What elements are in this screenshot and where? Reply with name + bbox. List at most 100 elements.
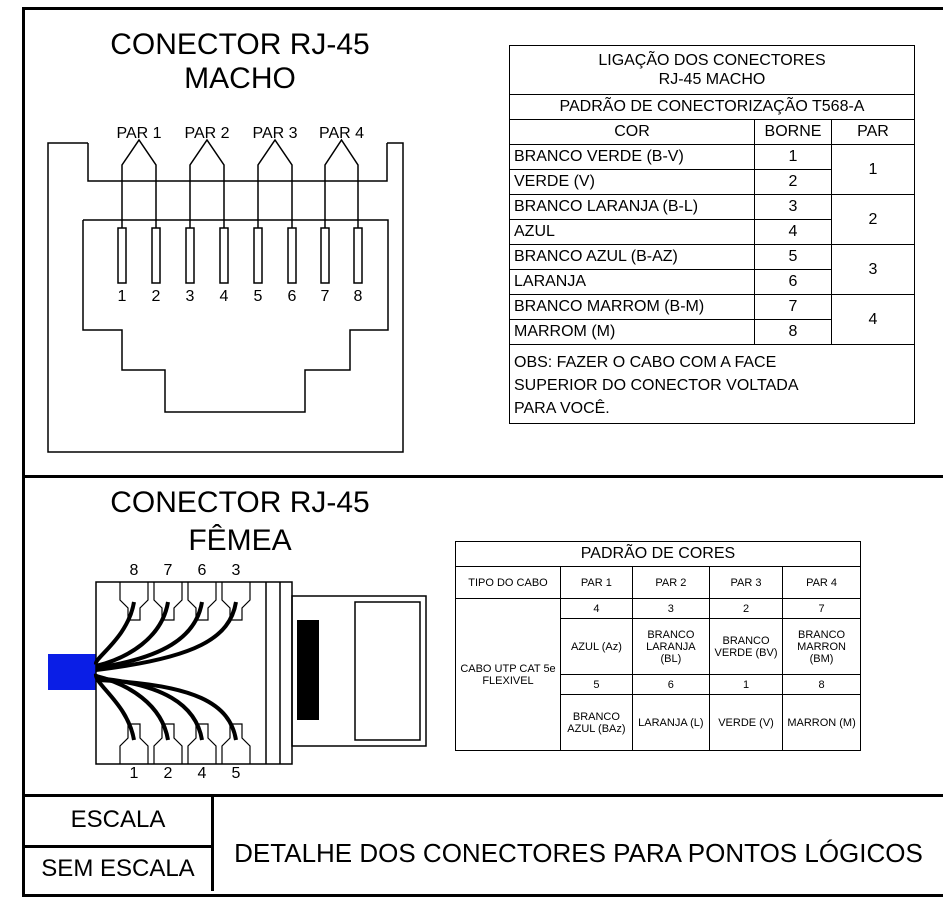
male-pin-number: 4: [220, 288, 229, 305]
drawing-title: DETALHE DOS CONECTORES PARA PONTOS LÓGIC…: [234, 838, 923, 868]
female-title-line2: FÊMEA: [188, 524, 292, 557]
male-pin-number: 2: [152, 288, 161, 305]
scale-value: SEM ESCALA: [41, 855, 195, 882]
cable-jacket: [48, 654, 96, 690]
top-pin-number: 8: [130, 562, 139, 579]
row-color: VERDE (V): [509, 169, 755, 195]
male-pin: [253, 227, 263, 284]
top-contact: [221, 582, 251, 621]
wire-top: [95, 601, 204, 670]
top-pin-number: 3: [232, 562, 241, 579]
pair-label: PAR 3: [252, 125, 297, 142]
wire-color: BRANCO VERDE (BV): [708, 618, 784, 675]
male-title: CONECTOR RJ-45 MACHO: [60, 28, 420, 96]
wire-color: MARRON (M): [782, 694, 861, 751]
row-borne: 3: [754, 194, 832, 220]
header-par: PAR: [831, 119, 915, 145]
row-color: AZUL: [509, 219, 755, 245]
wire-bottom: [95, 678, 238, 741]
male-pin-number: 7: [321, 288, 330, 305]
male-pin: [185, 227, 195, 284]
male-pin-number: 3: [186, 288, 195, 305]
wire-color: BRANCO AZUL (BAz): [560, 694, 633, 751]
jack-latch: [297, 620, 319, 720]
bottom-contact: [187, 723, 217, 764]
pair-label: PAR 1: [116, 125, 161, 142]
wire-color: BRANCO MARRON (BM): [782, 618, 861, 675]
jack-port: [291, 595, 427, 747]
row-borne: 6: [754, 269, 832, 295]
pair-label: PAR 4: [319, 125, 364, 142]
male-pin: [151, 227, 161, 284]
row-borne: 5: [754, 244, 832, 270]
jack-port-inner: [354, 601, 421, 741]
male-table-obs: OBS: FAZER O CABO COM A FACE SUPERIOR DO…: [509, 344, 915, 424]
male-connector-body: [82, 219, 389, 413]
wire-top: [95, 601, 170, 668]
pair-wire: [257, 138, 293, 228]
male-table-title: LIGAÇÃO DOS CONECTORES RJ-45 MACHO: [509, 45, 915, 95]
male-table-title-line1: LIGAÇÃO DOS CONECTORES: [598, 52, 826, 69]
male-connector-outline: [47, 142, 404, 453]
male-pin: [219, 227, 229, 284]
pin-number: 4: [560, 598, 633, 619]
cable-name: CABO UTP CAT 5e FLEXIVEL: [455, 598, 561, 751]
male-table-standard: PADRÃO DE CONECTORIZAÇÃO T568-A: [509, 94, 915, 120]
header-pair: PAR 4: [782, 566, 861, 599]
top-contact: [153, 582, 183, 621]
obs-line2: SUPERIOR DO CONECTOR VOLTADA: [514, 376, 799, 394]
wire-top: [94, 601, 136, 665]
male-pin: [287, 227, 297, 284]
scale-box-divider: [211, 796, 214, 891]
color-standard-table: PADRÃO DE CORES TIPO DO CABO PAR 1 PAR 2…: [455, 541, 861, 751]
header-pair: PAR 1: [560, 566, 633, 599]
row-color: BRANCO VERDE (B-V): [509, 144, 755, 170]
bottom-contact: [153, 723, 183, 764]
row-color: BRANCO AZUL (B-AZ): [509, 244, 755, 270]
wire-color: LARANJA (L): [631, 694, 710, 751]
section-divider-1: [22, 475, 943, 478]
male-title-line2: MACHO: [184, 62, 296, 95]
male-wiring-table: LIGAÇÃO DOS CONECTORES RJ-45 MACHO PADRÃ…: [509, 45, 915, 424]
jack-body: [95, 581, 293, 765]
bottom-pin-number: 2: [164, 765, 173, 782]
row-color: LARANJA: [509, 269, 755, 295]
pin-number: 6: [631, 674, 710, 695]
wire-color: BRANCO LARANJA (BL): [631, 618, 710, 675]
pair-label: PAR 2: [184, 125, 229, 142]
male-title-line1: CONECTOR RJ-45: [110, 28, 370, 61]
female-title-line1: CONECTOR RJ-45: [110, 486, 370, 519]
top-contact: [119, 582, 149, 621]
header-cable-type: TIPO DO CABO: [455, 566, 561, 599]
male-pin-number: 6: [288, 288, 297, 305]
male-pin-number: 5: [254, 288, 263, 305]
wire-bottom: [95, 676, 204, 741]
wire-color: VERDE (V): [708, 694, 784, 751]
pin-number: 8: [782, 674, 861, 695]
header-pair: PAR 3: [708, 566, 784, 599]
row-color: BRANCO MARROM (B-M): [509, 294, 755, 320]
row-color: BRANCO LARANJA (B-L): [509, 194, 755, 220]
male-pin: [353, 227, 363, 284]
wire-color: AZUL (Az): [560, 618, 633, 675]
male-table-title-line2: RJ-45 MACHO: [658, 71, 766, 88]
scale-label: ESCALA: [70, 806, 166, 833]
pin-number: 5: [560, 674, 633, 695]
bottom-pin-number: 4: [198, 765, 207, 782]
row-pair: 4: [831, 294, 915, 345]
colors-table-title: PADRÃO DE CORES: [455, 541, 861, 567]
top-contact: [187, 582, 217, 621]
pin-number: 7: [782, 598, 861, 619]
section-divider-2: [22, 794, 943, 797]
wire-top: [95, 601, 238, 672]
pin-number: 2: [708, 598, 784, 619]
pin-number: 1: [708, 674, 784, 695]
header-borne: BORNE: [754, 119, 832, 145]
bottom-pin-number: 1: [130, 765, 139, 782]
pair-wire: [121, 138, 157, 228]
obs-line1: OBS: FAZER O CABO COM A FACE: [514, 353, 777, 371]
scale-box-hline: [22, 845, 212, 848]
header-cor: COR: [509, 119, 755, 145]
row-color: MARROM (M): [509, 319, 755, 345]
